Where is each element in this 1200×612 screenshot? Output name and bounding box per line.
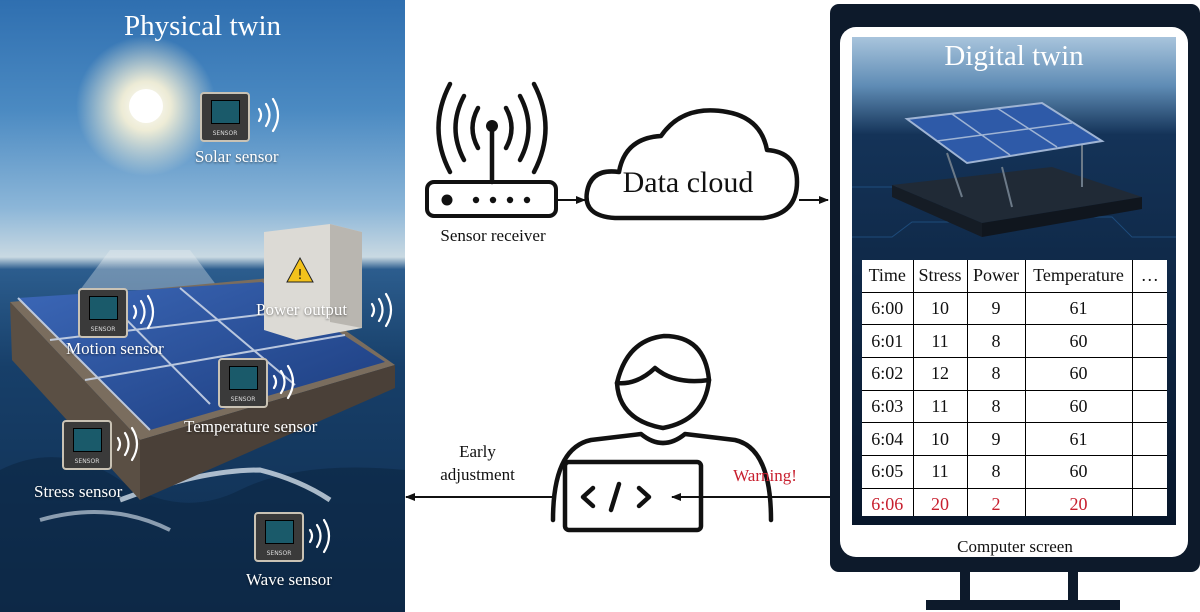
cell-more [1132,357,1167,391]
table-row: 6:01 11 8 60 [862,324,1167,359]
sensor-data-table: Time Stress Power Temperature … 6:00 10 … [862,260,1167,516]
computer-screen-label: Computer screen [957,537,1073,556]
header-stress: Stress [913,260,968,293]
chip-label: SENSOR [212,130,238,137]
table-row: 6:04 10 9 61 [862,422,1167,457]
wave-signal-waves-icon [308,518,331,554]
early-adjustment-line1: Early [459,442,496,461]
developer-laptop-icon [550,333,774,533]
cell-stress: 11 [913,455,968,489]
router-icon [425,81,558,218]
hazard-icon [286,256,314,283]
header-more: … [1132,260,1167,293]
table-row: 6:02 12 8 60 [862,357,1167,391]
cell-stress: 10 [913,422,968,457]
cell-power: 8 [967,455,1026,489]
cell-temperature: 20 [1025,488,1133,516]
header-time: Time [862,260,914,293]
table-header-row: Time Stress Power Temperature … [862,260,1167,293]
cell-power: 8 [967,390,1026,424]
motion-sensor-label: Motion sensor [66,339,164,358]
cell-stress: 10 [913,292,968,326]
cell-time: 6:04 [862,422,914,457]
wave-sensor-label: Wave sensor [246,570,332,589]
solar-sensor-chip-icon: SENSOR [200,92,250,142]
motion-signal-waves-icon [132,294,155,330]
cell-stress: 11 [913,390,968,424]
cell-power: 8 [967,324,1026,359]
cell-power: 2 [967,488,1026,516]
monitor-stand [926,572,1120,610]
table-row-warning: 6:06 20 2 20 [862,488,1167,516]
cell-power: 8 [967,357,1026,391]
wave-sensor-chip-icon: SENSOR [254,512,304,562]
data-cloud-label: Data cloud [622,166,754,199]
cell-time: 6:05 [862,455,914,489]
cell-temperature: 60 [1025,390,1133,424]
cell-more [1132,422,1167,457]
power-signal-waves-icon [370,292,393,328]
cell-power: 9 [967,422,1026,457]
chip-label: SENSOR [230,396,256,403]
motion-sensor-chip-icon: SENSOR [78,288,128,338]
power-output-label: Power output [256,300,348,319]
stress-sensor-chip-icon: SENSOR [62,420,112,470]
cell-temperature: 61 [1025,292,1133,326]
table-row: 6:00 10 9 61 [862,292,1167,326]
cell-stress: 20 [913,488,968,516]
cell-temperature: 60 [1025,455,1133,489]
temperature-sensor-chip-icon: SENSOR [218,358,268,408]
cell-temperature: 60 [1025,357,1133,391]
sensor-receiver-label: Sensor receiver [440,226,546,245]
cell-time: 6:00 [862,292,914,326]
chip-label: SENSOR [266,550,292,557]
physical-twin-panel: ! Physical twin SENSOR Solar sensor Powe… [0,0,405,612]
cell-temperature: 60 [1025,324,1133,359]
flow-diagram [405,81,830,533]
cell-more [1132,390,1167,424]
table-row: 6:05 11 8 60 [862,455,1167,489]
stress-sensor-label: Stress sensor [34,482,123,501]
physical-twin-title: Physical twin [123,10,282,42]
early-adjustment-label: Early adjustment [415,440,540,486]
cell-temperature: 61 [1025,422,1133,457]
sun [129,89,163,123]
cell-time: 6:06 [862,488,914,516]
temperature-sensor-label: Temperature sensor [184,417,318,436]
stress-signal-waves-icon [116,426,139,462]
solar-sensor-label: Solar sensor [195,147,279,166]
early-adjustment-line2: adjustment [440,465,515,484]
svg-text:!: ! [297,268,302,283]
cell-more [1132,455,1167,489]
table-row: 6:03 11 8 60 [862,390,1167,424]
cell-stress: 11 [913,324,968,359]
solar-signal-waves-icon [257,97,280,133]
cell-time: 6:02 [862,357,914,391]
cell-power: 9 [967,292,1026,326]
cell-more [1132,292,1167,326]
cell-time: 6:01 [862,324,914,359]
cell-more [1132,324,1167,359]
header-temperature: Temperature [1025,260,1133,293]
chip-label: SENSOR [74,458,100,465]
cloud-icon [584,108,800,221]
temperature-signal-waves-icon [272,364,295,400]
header-power: Power [967,260,1026,293]
cell-time: 6:03 [862,390,914,424]
cell-stress: 12 [913,357,968,391]
digital-twin-title: Digital twin [944,40,1084,72]
chip-label: SENSOR [90,326,116,333]
cell-more [1132,488,1167,516]
warning-label: Warning! [733,466,797,485]
